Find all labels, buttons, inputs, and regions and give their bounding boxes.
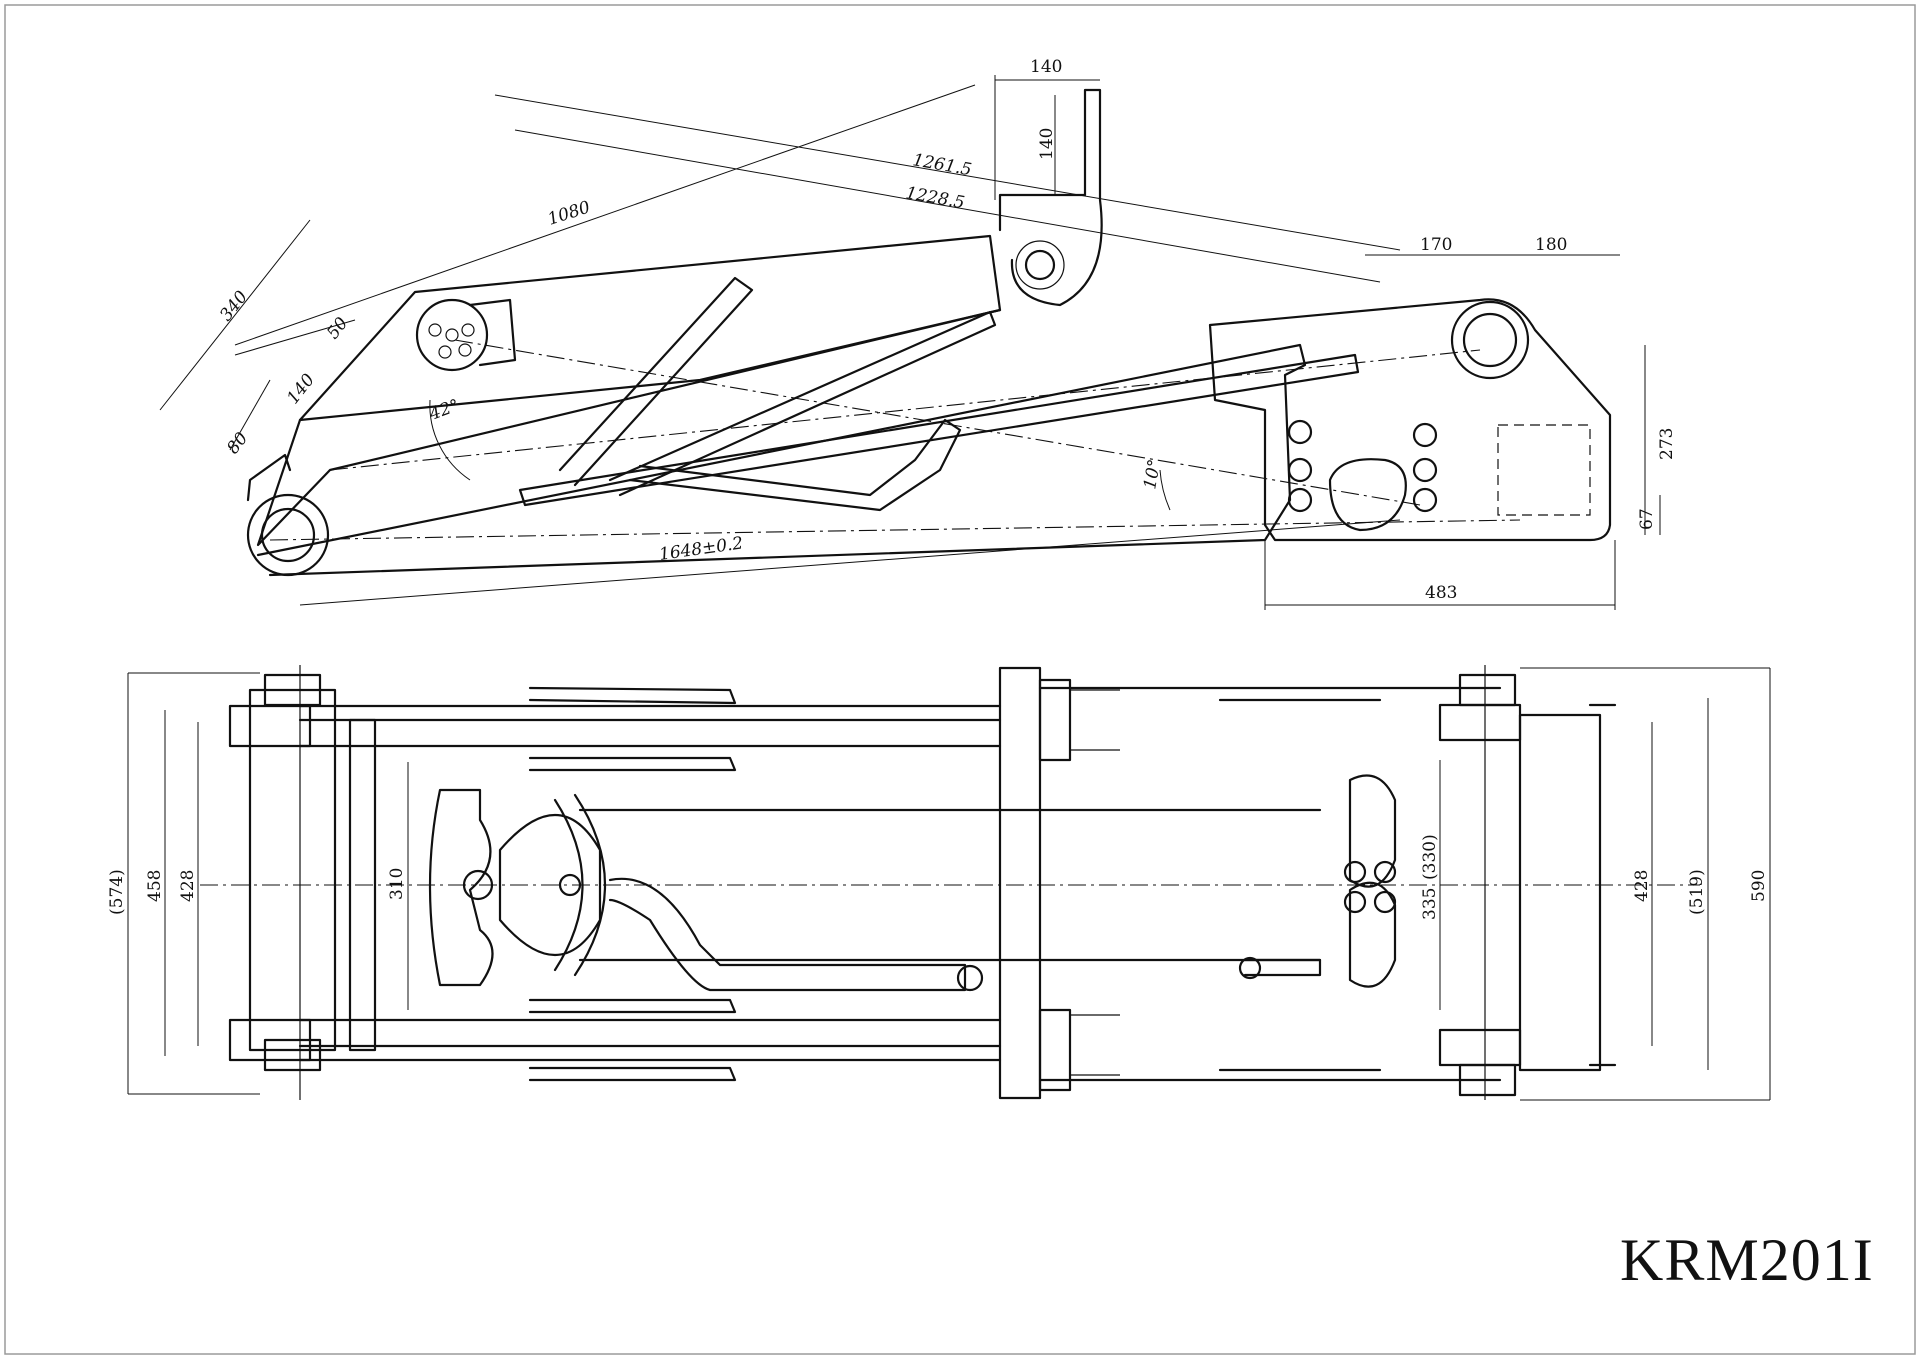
dim-310: 310 xyxy=(387,868,407,900)
right-hook-lower xyxy=(1348,881,1397,988)
central-divider xyxy=(998,666,1042,1100)
angle-42: 42° xyxy=(426,396,462,425)
angle-10: 10° xyxy=(1140,458,1165,491)
hidden-pocket xyxy=(1497,424,1591,516)
dim-67: 67 xyxy=(1637,508,1657,530)
dim-273: 273 xyxy=(1657,428,1677,460)
drawing-border xyxy=(4,4,1916,1355)
right-hook-upper xyxy=(1348,774,1397,888)
dim-180: 180 xyxy=(1535,235,1567,255)
cross-link-right xyxy=(608,310,997,497)
dim-140-top: 140 xyxy=(1030,57,1062,77)
dim-1080: 1080 xyxy=(545,197,593,229)
right-pivot-bore xyxy=(1462,312,1518,368)
dim-428-right: 428 xyxy=(1632,870,1652,902)
dim-574: (574) xyxy=(107,869,127,915)
dim-340: 340 xyxy=(216,287,252,325)
plan-view: (574) 458 428 310 335 (330) 428 (519) 59… xyxy=(107,665,1771,1101)
dim-483: 483 xyxy=(1425,583,1457,603)
dim-519: (519) xyxy=(1687,869,1707,915)
left-clamp xyxy=(246,453,292,502)
left-pivot-bore xyxy=(260,507,316,563)
dim-140-vertical: 140 xyxy=(1037,128,1057,160)
left-pivot-outer xyxy=(246,493,330,577)
right-pivot-outer xyxy=(1450,300,1530,380)
dim-50: 50 xyxy=(323,314,352,344)
plan-bent-tube xyxy=(608,877,967,992)
center-yoke xyxy=(428,788,494,987)
side-view: 140 140 1261.5 1228.5 1080 340 50 140 80… xyxy=(159,57,1677,610)
dim-170: 170 xyxy=(1420,235,1452,255)
dim-1261-5: 1261.5 xyxy=(911,150,973,180)
dim-458: 458 xyxy=(145,870,165,902)
dim-140-left: 140 xyxy=(283,370,319,408)
dim-428-left: 428 xyxy=(178,870,198,902)
dim-330: (330) xyxy=(1420,834,1440,880)
cam-lobe xyxy=(1328,458,1407,532)
cross-link-left xyxy=(558,276,754,487)
dim-80: 80 xyxy=(223,429,252,459)
drawing-title: KRM201I xyxy=(1620,1227,1874,1293)
upper-arm-outline xyxy=(256,234,1002,547)
right-end-frame xyxy=(1518,713,1602,1072)
hook-bracket xyxy=(998,88,1103,307)
dim-590: 590 xyxy=(1749,870,1769,902)
right-housing xyxy=(1208,298,1612,542)
disc-bracket xyxy=(468,298,517,367)
hook-pin xyxy=(1024,249,1056,281)
left-end-frame xyxy=(248,688,337,1052)
upper-arm-inner-edge xyxy=(298,308,1002,422)
disc-pivot xyxy=(415,298,489,372)
dim-1228-5: 1228.5 xyxy=(904,183,966,213)
diagonal-brace xyxy=(518,353,1360,507)
dim-335: 335 xyxy=(1420,888,1440,920)
